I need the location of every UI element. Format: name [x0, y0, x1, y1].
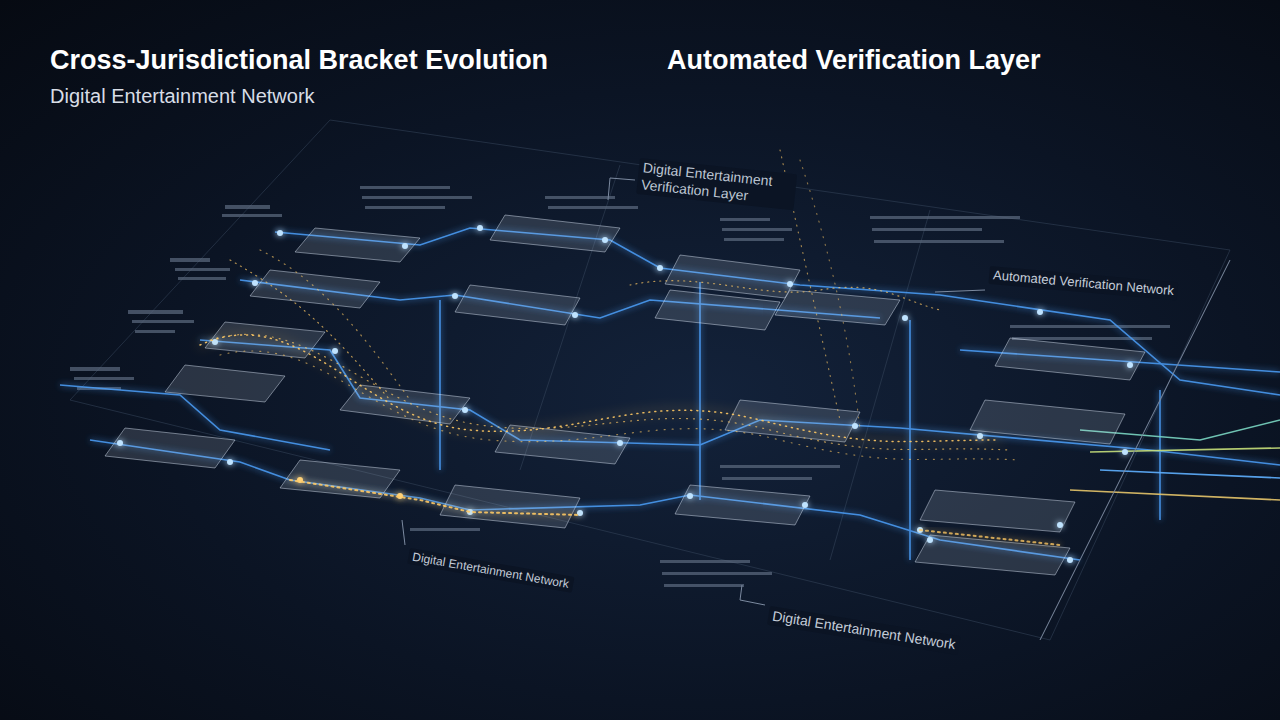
callout-label: Digital Entertainment Network: [407, 548, 574, 593]
leader-lines: [402, 178, 1230, 640]
callout-label: Digital Entertainment Network: [767, 606, 961, 655]
subtitle-label: Digital Entertainment Network: [50, 84, 315, 108]
node-dots: [117, 225, 1133, 563]
section-heading: Automated Verification Layer: [667, 44, 1041, 76]
diagram-title: Cross-Jurisdictional Bracket Evolution: [50, 44, 548, 76]
callout-label: Automated Verification Network: [988, 266, 1178, 300]
particle-streams: [200, 150, 1060, 545]
connection-rails: [60, 228, 1280, 560]
callout-label: Digital Entertainment Verification Layer: [636, 158, 797, 210]
plane-outline: [70, 120, 1230, 640]
